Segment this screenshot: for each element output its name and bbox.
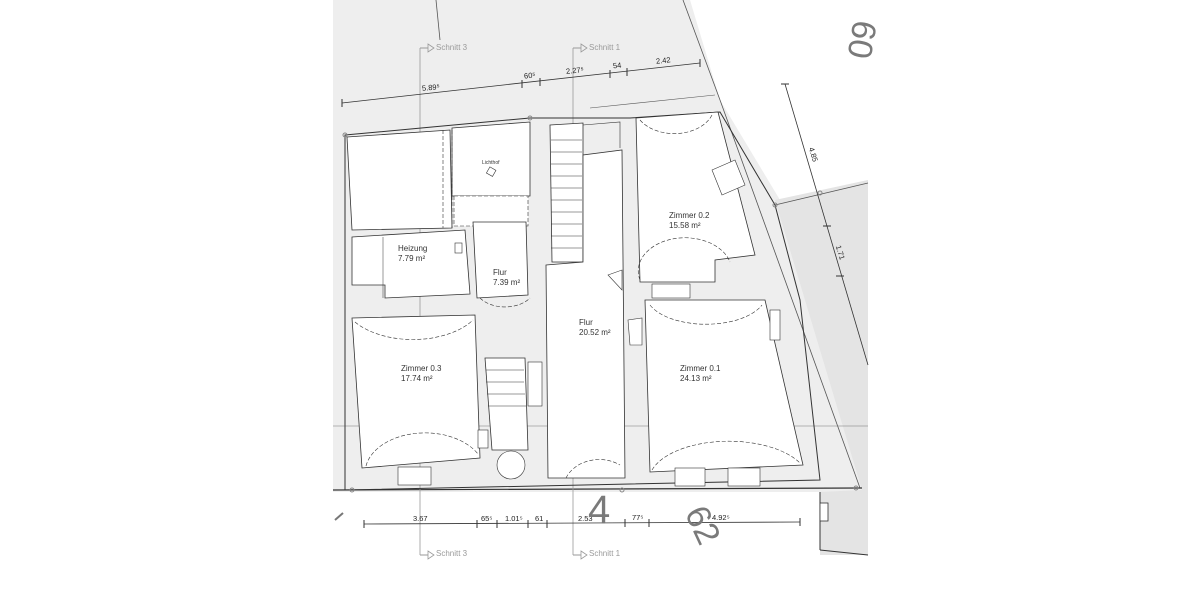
room-name: Zimmer 0.3	[401, 364, 442, 373]
dimension-label: 1.01⁵	[505, 514, 523, 523]
room-name: Zimmer 0.1	[680, 364, 721, 373]
room-name: Flur	[493, 268, 507, 277]
room-name: Heizung	[398, 244, 428, 253]
section-cut-label: Schnitt 1	[589, 549, 621, 558]
section-cut-label: Schnitt 3	[436, 43, 468, 52]
room-name: Lichthof	[482, 160, 500, 166]
room-label-zimmer-02: Zimmer 0.2 15.58 m²	[669, 211, 709, 231]
dimension-label: 54	[612, 60, 622, 71]
dimension-label: 5.89⁵	[421, 82, 441, 93]
dimension-label: 4.92⁵	[712, 513, 730, 522]
section-cut-label: Schnitt 3	[436, 549, 468, 558]
parcel-number: 60	[839, 17, 884, 62]
dimension-label: 60⁵	[523, 70, 536, 81]
dimension-label: 3.67	[413, 514, 428, 523]
room-area: 24.13 m²	[680, 374, 712, 383]
dimension-label: 65⁵	[481, 514, 493, 523]
section-cut-label: Schnitt 1	[589, 43, 621, 52]
dimension-label: 2.27⁵	[565, 65, 585, 76]
room-label-flur-large: Flur 20.52 m²	[579, 318, 611, 338]
room-name: Flur	[579, 318, 593, 327]
room-area: 17.74 m²	[401, 374, 433, 383]
room-label-flur-small: Flur 7.39 m²	[493, 268, 520, 288]
room-label-zimmer-03: Zimmer 0.3 17.74 m²	[401, 364, 441, 384]
dimension-label: 2.42	[655, 55, 672, 66]
parcel-number: 4	[588, 488, 611, 532]
room-area: 7.79 m²	[398, 254, 426, 263]
room-label-zimmer-01: Zimmer 0.1 24.13 m²	[680, 364, 720, 384]
room-area: 20.52 m²	[579, 328, 611, 337]
room-label-heizung: Heizung 7.79 m²	[398, 244, 427, 264]
dimension-label: 2.53	[578, 514, 593, 523]
room-area: 7.39 m²	[493, 278, 521, 287]
dimension-label: 77⁵	[632, 513, 644, 522]
room-area: 15.58 m²	[669, 221, 701, 230]
room-label-lichthof: Lichthof	[482, 158, 500, 168]
room-name: Zimmer 0.2	[669, 211, 710, 220]
dimension-label: 61	[535, 514, 544, 523]
